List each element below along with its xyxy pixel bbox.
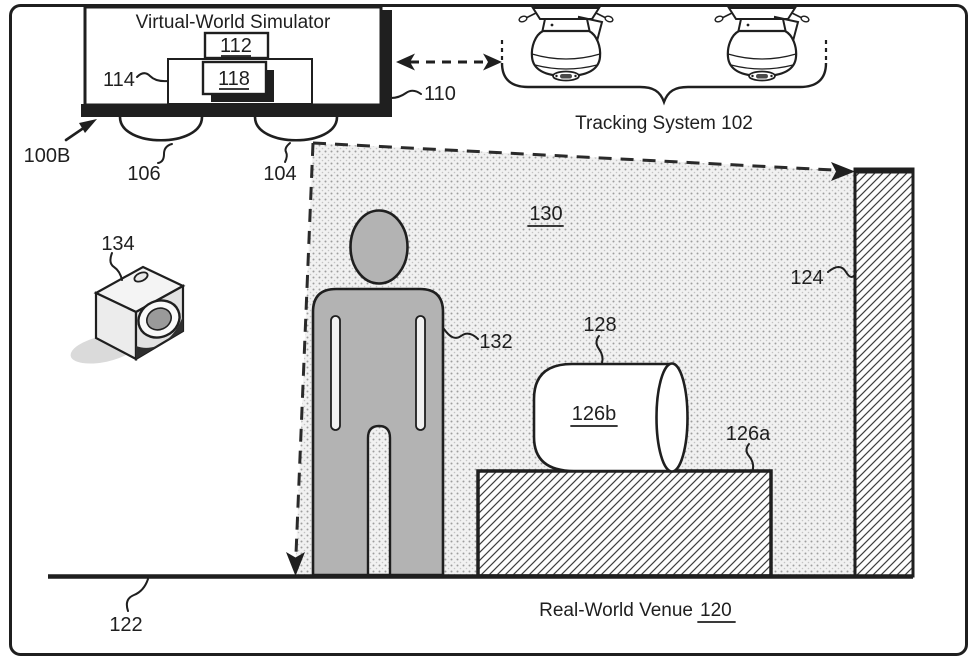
label-126b: 126b <box>572 403 617 425</box>
label-104: 104 <box>263 163 296 185</box>
label-134: 134 <box>101 233 134 255</box>
person-arm-line-left <box>330 315 341 431</box>
leader-114 <box>136 72 169 83</box>
label-122: 122 <box>109 614 142 636</box>
cylinder-end-face <box>655 362 689 473</box>
leader-132 <box>443 328 479 340</box>
label-126a: 126a <box>726 423 771 445</box>
link-arrowhead-left-icon <box>396 53 415 71</box>
region-right-arrowhead-icon <box>831 162 855 181</box>
leader-110 <box>390 89 422 99</box>
label-114: 114 <box>103 69 135 91</box>
label-112: 112 <box>220 35 252 57</box>
label-106: 106 <box>127 163 160 185</box>
leader-104 <box>284 142 291 163</box>
person-head <box>349 209 409 285</box>
link-arrowhead-right-icon <box>483 53 502 71</box>
leader-126a <box>745 443 755 470</box>
simulator-shadow-bottom <box>81 104 392 117</box>
venue-ref-120: 120 <box>700 600 732 621</box>
label-124: 124 <box>790 267 823 289</box>
person-figure <box>311 209 445 577</box>
box-112 <box>203 31 270 60</box>
person-arm-line-right <box>415 315 426 431</box>
label-128: 128 <box>583 314 616 336</box>
ref-100b-arrow-line <box>64 125 87 142</box>
tracking-system-label: Tracking System 102 <box>575 113 753 134</box>
cylinder-126b <box>532 362 689 473</box>
box-118 <box>201 60 268 96</box>
region-left-dashed-edge <box>294 142 315 555</box>
camera-lens-inner <box>146 307 172 331</box>
leader-124 <box>827 266 857 278</box>
venue-label: Real-World Venue <box>539 600 693 621</box>
tracking-brace <box>500 62 828 106</box>
leader-128 <box>595 335 604 364</box>
camera-viewfinder <box>133 271 149 283</box>
label-118: 118 <box>218 68 250 90</box>
leader-106 <box>157 143 173 164</box>
camera-dark-panel <box>136 316 183 359</box>
simulator-tracking-link <box>396 53 502 71</box>
reference-labels: 100B 114 110 106 104 130 132 134 128 126… <box>24 69 857 636</box>
camera-icon <box>70 265 186 364</box>
leader-122 <box>125 578 149 612</box>
leader-134 <box>109 252 123 281</box>
simulator-unit: Virtual-World Simulator 112 118 <box>81 5 392 142</box>
label-132: 132 <box>479 331 512 353</box>
simulator-title: Virtual-World Simulator <box>136 12 331 33</box>
person-leg-gap <box>366 424 392 577</box>
wall-124 <box>853 167 915 578</box>
projector-lens-left <box>118 116 204 142</box>
label-130: 130 <box>529 203 562 225</box>
tracking-system: Tracking System 102 <box>500 6 828 134</box>
pedestal-126a <box>476 469 773 578</box>
label-100b: 100B <box>24 145 71 167</box>
region-bottom-arrowhead-icon <box>286 552 305 576</box>
label-110: 110 <box>424 83 456 105</box>
projector-lens-right <box>253 116 339 142</box>
